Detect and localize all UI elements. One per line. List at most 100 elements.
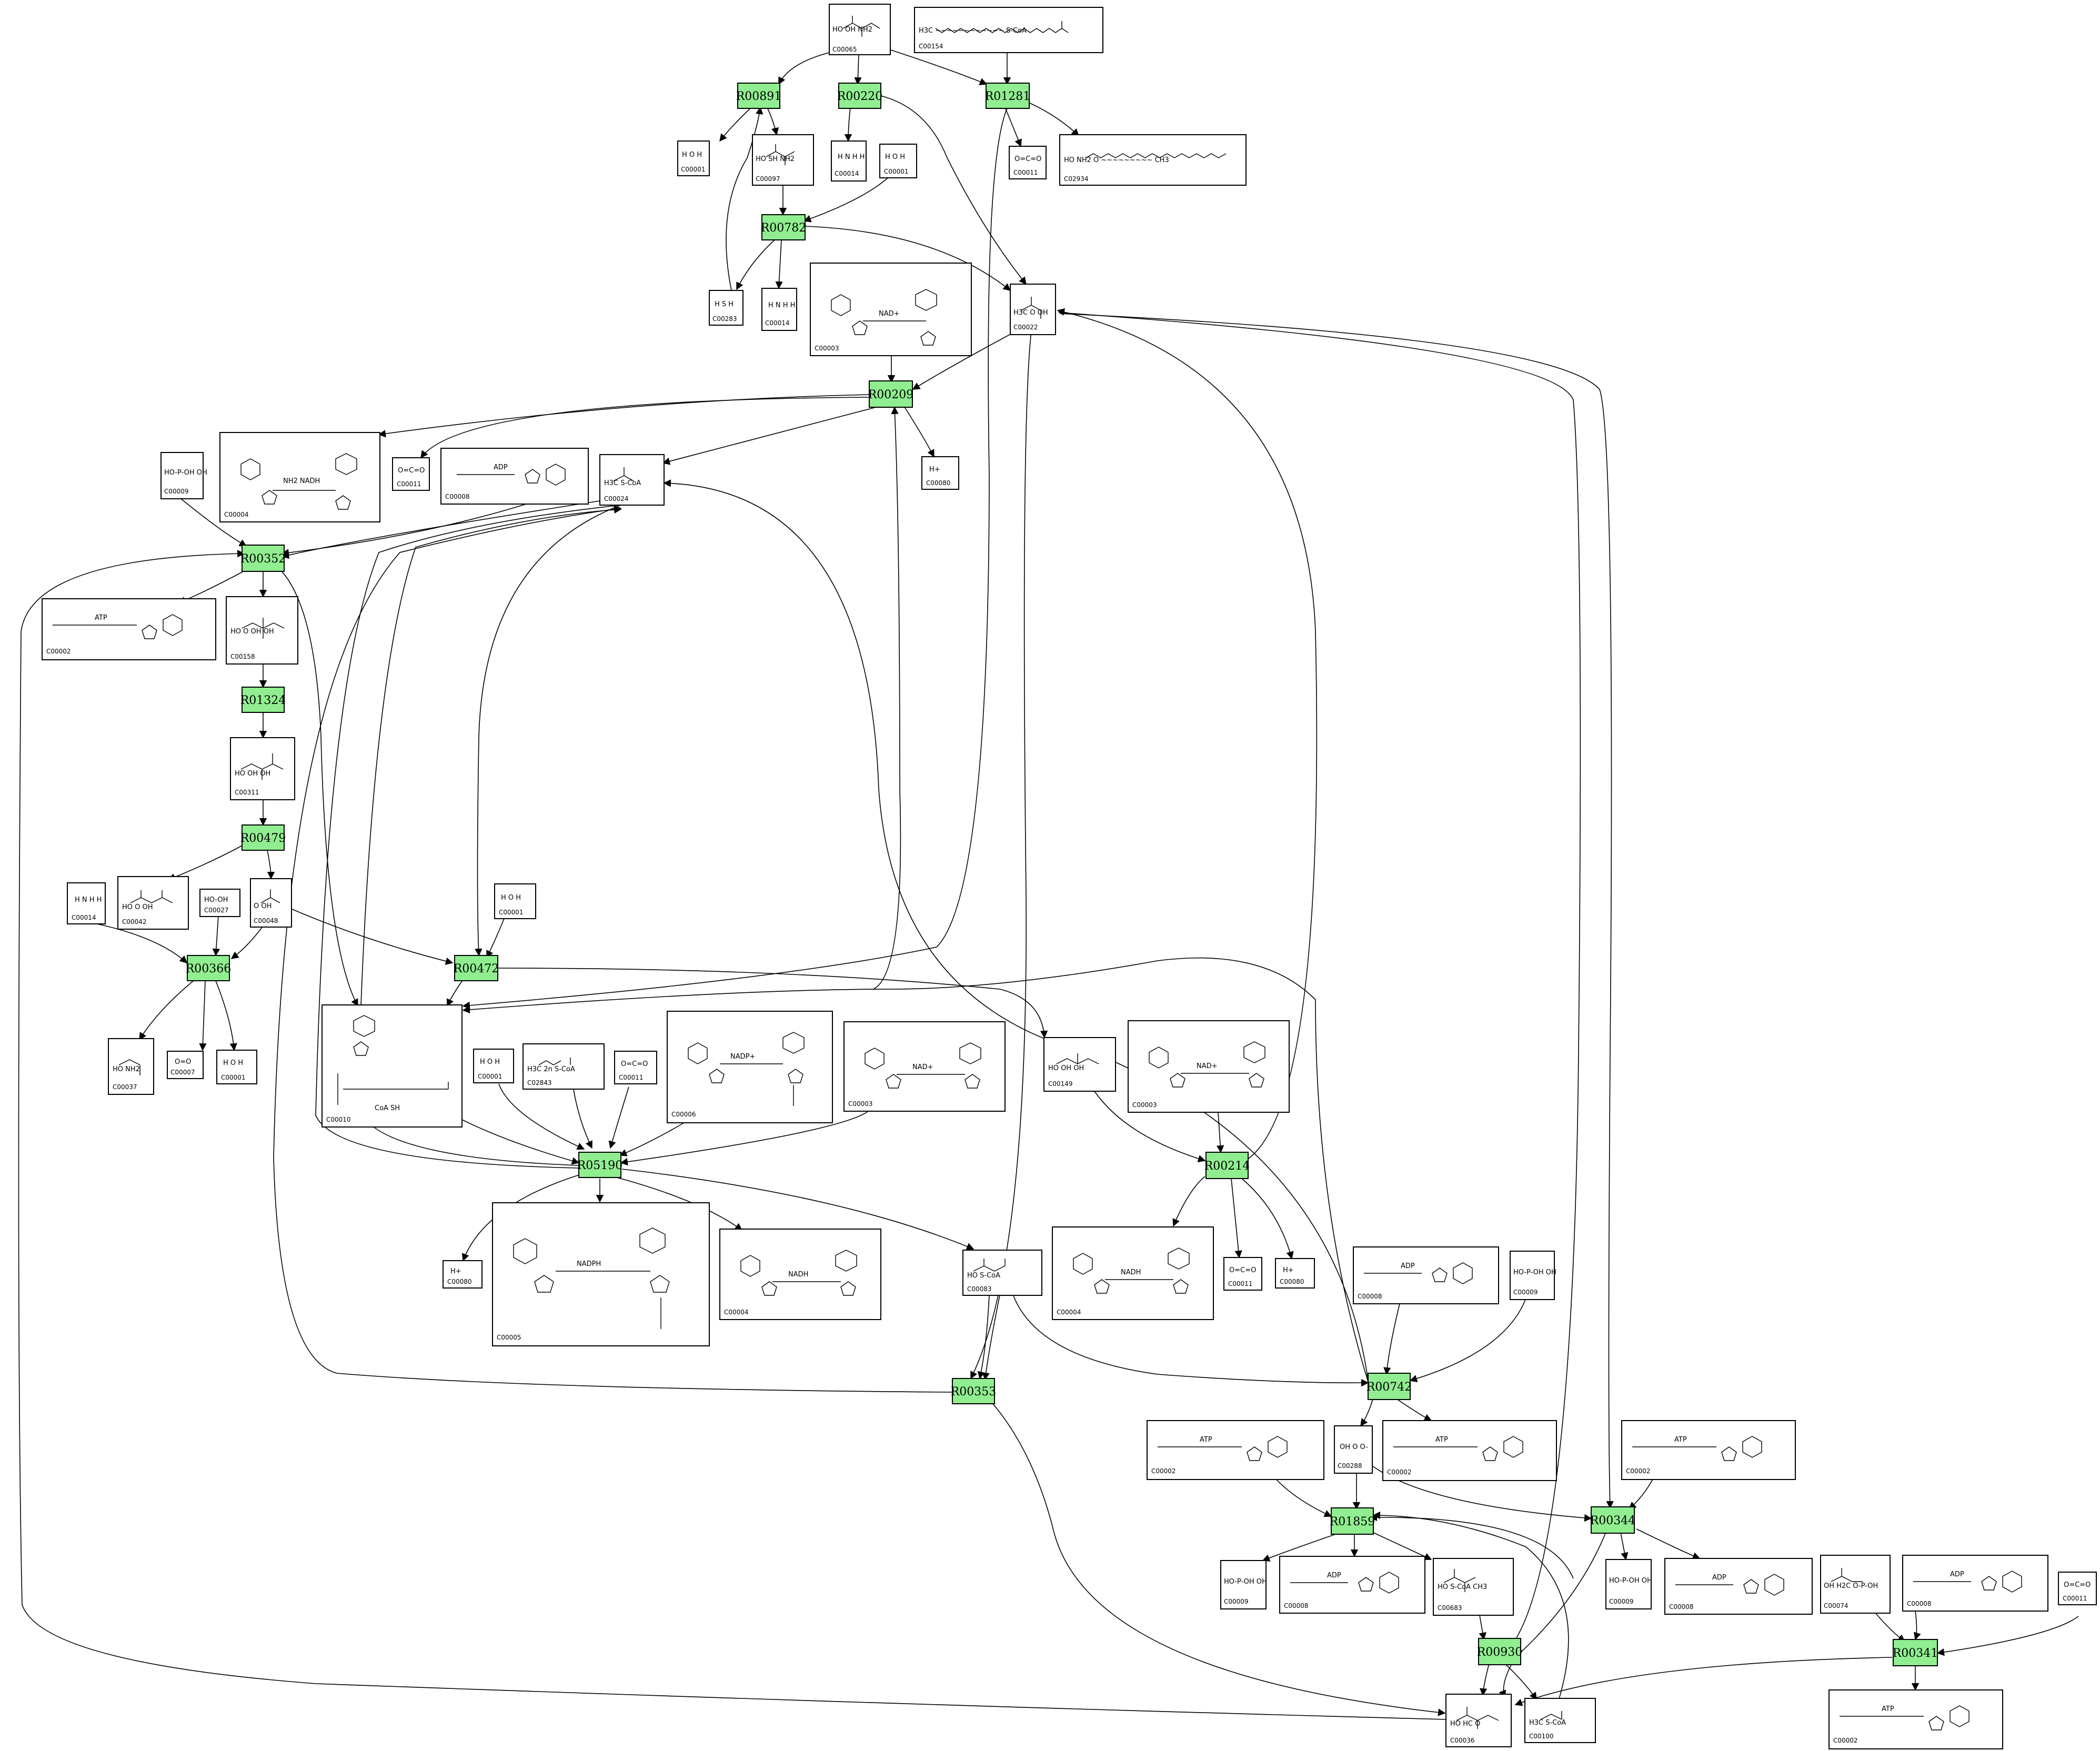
compound-c00007[interactable]: O=O C00007 [167, 1051, 204, 1079]
compound-label: C00288 [1338, 1462, 1362, 1470]
reaction-r00220[interactable]: R00220 [837, 83, 883, 109]
compound-c00011[interactable]: O=C=O C00011 [1009, 146, 1047, 179]
reaction-r00891[interactable]: R00891 [736, 83, 782, 109]
compound-c00158-citrate[interactable]: HO O OH OH C00158 [226, 596, 298, 665]
reaction-r00930[interactable]: R00930 [1477, 1638, 1523, 1665]
compound-c00011[interactable]: O=C=O C00011 [392, 457, 430, 491]
compound-c00011[interactable]: O=C=O C00011 [2058, 1572, 2097, 1605]
compound-c00042-succinate[interactable]: HO O OH C00042 [117, 876, 189, 930]
compound-c00011[interactable]: O=C=O C00011 [614, 1051, 657, 1084]
reaction-r01859[interactable]: R01859 [1330, 1507, 1375, 1535]
reaction-r00742[interactable]: R00742 [1366, 1373, 1412, 1400]
structure-text: ATP [1200, 1436, 1212, 1444]
compound-c00009[interactable]: HO-P-OH OH C00009 [160, 452, 207, 499]
compound-c00005-nadph[interactable]: NADPH C00005 [492, 1202, 710, 1346]
compound-c00014[interactable]: H N H H C00014 [831, 140, 867, 182]
compound-c00002-atp[interactable]: ATP C00002 [1621, 1420, 1796, 1480]
compound-c00065[interactable]: HO OH NH2 C00065 [829, 4, 891, 55]
reaction-r00472[interactable]: R00472 [454, 955, 499, 981]
compound-c00097[interactable]: HO SH NH2 C00097 [752, 134, 814, 186]
compound-c00002-atp[interactable]: ATP C00002 [42, 598, 216, 660]
structure-text: HO OH OH [235, 770, 270, 778]
compound-c00083-malonyl-coa[interactable]: HO S-CoA C00083 [962, 1250, 1042, 1296]
compound-c00027[interactable]: HO-OH C00027 [199, 889, 240, 917]
compound-c00008-adp[interactable]: ADP C00008 [1279, 1556, 1425, 1614]
compound-c00100-propionyl-coa[interactable]: H3C S-CoA C00100 [1524, 1698, 1596, 1743]
compound-c00011[interactable]: O=C=O C00011 [1223, 1257, 1262, 1291]
compound-c00288-bicarbonate[interactable]: OH O O- C00288 [1334, 1425, 1373, 1474]
structure-text: HO-P-OH OH [1224, 1578, 1267, 1586]
compound-c00037-glycine[interactable]: HO NH2 C00037 [108, 1038, 154, 1095]
compound-c00001[interactable]: H O H C00001 [494, 883, 536, 919]
compound-c00002-atp[interactable]: ATP C00002 [1147, 1420, 1324, 1480]
compound-c02934[interactable]: HO NH2 O ~~~~~~~~~ CH3 C02934 [1059, 134, 1247, 186]
compound-c00014[interactable]: H N H H C00014 [67, 882, 106, 924]
compound-c00004-nadh[interactable]: NADH C00004 [1052, 1226, 1214, 1320]
compound-c00006-nadp[interactable]: NADP+ C00006 [667, 1011, 833, 1123]
compound-label: C00003 [1132, 1101, 1157, 1109]
compound-c00009[interactable]: HO-P-OH OH C00009 [1605, 1559, 1652, 1609]
reaction-label: R00344 [1590, 1514, 1636, 1527]
reaction-r00353[interactable]: R00353 [951, 1378, 997, 1404]
reaction-r00366[interactable]: R00366 [186, 955, 232, 981]
compound-c00001[interactable]: H O H C00001 [677, 140, 710, 176]
reaction-r00341[interactable]: R00341 [1893, 1639, 1938, 1666]
compound-c00003-nad[interactable]: NAD+ C00003 [843, 1021, 1006, 1112]
compound-c00008-adp[interactable]: ADP C00008 [1353, 1246, 1499, 1304]
compound-c00003-nad[interactable]: NAD+ C00003 [810, 263, 972, 356]
compound-c00009[interactable]: HO-P-OH OH C00009 [1220, 1560, 1267, 1609]
reaction-r00344[interactable]: R00344 [1590, 1506, 1636, 1534]
reaction-r00352[interactable]: R00352 [240, 545, 286, 572]
structure-text: HO NH2 [113, 1065, 140, 1073]
compound-c00074-pep[interactable]: OH H2C O-P-OH C00074 [1820, 1555, 1891, 1614]
compound-c00004-nadh[interactable]: NADH C00004 [719, 1229, 881, 1320]
compound-c00036-oxaloacetate[interactable]: HO HC O C00036 [1445, 1694, 1512, 1747]
reaction-r00479[interactable]: R00479 [240, 824, 286, 851]
compound-c00154[interactable]: H3C ~~~~~~~~~~~~ S-CoA C00154 [914, 7, 1103, 53]
compound-c00024-acetyl-coa[interactable]: H3C S-CoA C00024 [599, 454, 665, 506]
compound-c00002-atp[interactable]: ATP C00002 [1382, 1420, 1557, 1481]
compound-c00001[interactable]: H O H C00001 [216, 1050, 257, 1084]
reaction-r00214[interactable]: R00214 [1204, 1152, 1250, 1179]
compound-c00004-nadh[interactable]: NH2 NADH C00004 [219, 432, 380, 522]
structure-text: HO O OH [122, 903, 153, 911]
compound-c00080[interactable]: H+ C00080 [1275, 1258, 1315, 1289]
compound-c00003-nad[interactable]: NAD+ C00003 [1128, 1020, 1290, 1113]
compound-c02843[interactable]: H3C 2n S-CoA C02843 [523, 1043, 605, 1090]
compound-c00002-atp[interactable]: ATP C00002 [1828, 1689, 2003, 1749]
compound-label: C00080 [1280, 1278, 1304, 1285]
reaction-r05190[interactable]: R05190 [577, 1152, 623, 1178]
compound-c00283[interactable]: H S H C00283 [709, 290, 743, 326]
structure-text: HO OH NH2 [832, 26, 872, 34]
structure-text: ATP [95, 614, 107, 622]
compound-c00080[interactable]: H+ C00080 [443, 1260, 483, 1289]
compound-label: C00011 [2063, 1595, 2087, 1602]
compound-c00001[interactable]: H O H C00001 [879, 144, 917, 178]
compound-label: C00011 [1013, 169, 1038, 176]
compound-label: C00011 [397, 480, 421, 488]
compound-c00008-adp[interactable]: ADP C00008 [1664, 1558, 1813, 1615]
compound-c00008-adp[interactable]: ADP C00008 [1902, 1555, 2048, 1612]
compound-label: C00014 [765, 319, 790, 327]
reaction-r00209[interactable]: R00209 [868, 380, 914, 408]
compound-c00683-methylmalonyl-coa[interactable]: HO S-CoA CH3 C00683 [1433, 1558, 1514, 1616]
compound-c00009[interactable]: HO-P-OH OH C00009 [1510, 1251, 1556, 1300]
compound-c00080[interactable]: H+ C00080 [921, 456, 959, 490]
compound-c00311-isocitrate[interactable]: HO OH OH C00311 [230, 737, 295, 800]
structure-text: NH2 NADH [283, 477, 320, 485]
compound-c00010-coa[interactable]: CoA SH C00010 [321, 1004, 463, 1128]
structure-text: H3C ~~~~~~~~~~~~ S-CoA [919, 27, 1027, 35]
compound-c00001[interactable]: H O H C00001 [473, 1049, 514, 1083]
compound-c00014[interactable]: H N H H C00014 [761, 288, 797, 331]
compound-c00022-pyruvate[interactable]: H3C O OH C00022 [1010, 284, 1056, 335]
reaction-r00782[interactable]: R00782 [761, 214, 807, 240]
compound-c00008-adp[interactable]: ADP C00008 [440, 448, 589, 505]
compound-c00149-malate[interactable]: HO OH OH C00149 [1043, 1037, 1116, 1092]
reaction-r01324[interactable]: R01324 [240, 687, 286, 713]
compound-label: C00004 [724, 1309, 749, 1316]
compound-c00048-glyoxylate[interactable]: O OH C00048 [250, 878, 292, 928]
compound-label: C00065 [832, 46, 857, 53]
reaction-label: R00214 [1204, 1160, 1250, 1173]
structure-text: O OH [254, 902, 272, 910]
reaction-r01281[interactable]: R01281 [985, 83, 1031, 109]
